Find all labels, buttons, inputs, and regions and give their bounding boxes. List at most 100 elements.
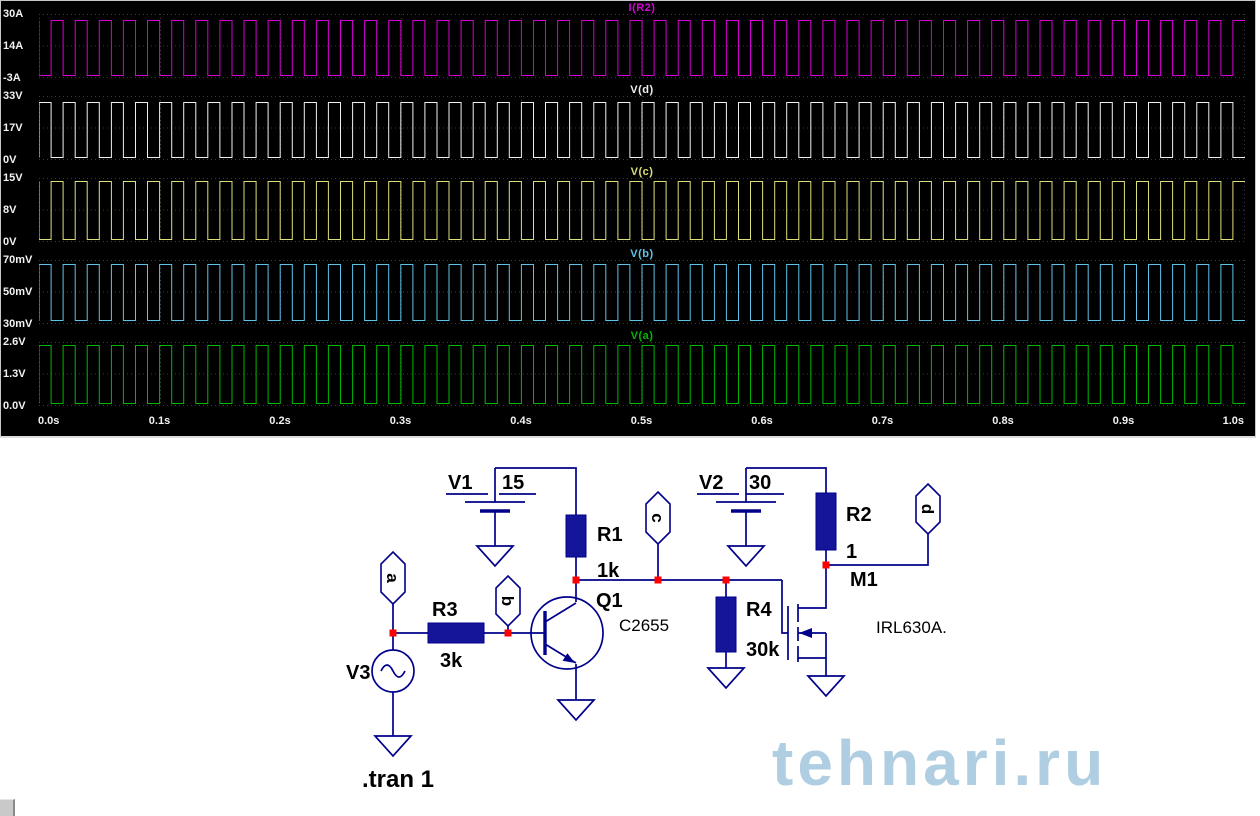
net-flag-d[interactable]: d <box>915 482 941 536</box>
y-label: 2.6V <box>3 336 26 348</box>
net-label-a[interactable]: a <box>383 573 402 583</box>
x-tick: 0.7s <box>871 415 894 427</box>
y-label: 33V <box>3 90 23 102</box>
time-axis: 0.0s 0.1s 0.2s 0.3s 0.4s 0.5s 0.6s 0.7s 0.8s 0.9s… <box>1 411 1255 435</box>
x-tick: 1.0s <box>1222 415 1244 427</box>
y-label: 0.0V <box>3 400 26 412</box>
r2-name[interactable]: R2 <box>846 504 872 526</box>
waveform-row-va: V(a) 2.6V 1.3V 0.0V <box>1 329 1255 412</box>
waveform-svg <box>38 178 1245 242</box>
net-label-b[interactable]: b <box>498 596 517 606</box>
x-tick: 0.0s <box>38 415 60 427</box>
net-flag-b[interactable]: b <box>495 574 521 628</box>
waveform-trace <box>38 20 1245 76</box>
waveform-trace <box>38 345 1245 404</box>
waveform-trace <box>38 102 1245 158</box>
r4-value[interactable]: 30k <box>746 639 780 661</box>
q1-value[interactable]: C2655 <box>619 616 669 635</box>
q1-name[interactable]: Q1 <box>596 590 623 612</box>
y-label: 70mV <box>3 254 33 266</box>
y-label: 15V <box>3 172 23 184</box>
ground-symbol[interactable] <box>475 545 515 568</box>
net-label-c[interactable]: c <box>648 513 667 522</box>
plot-area-ir2[interactable] <box>38 14 1245 78</box>
waveform-row-vc: V(c) 15V 8V 0V <box>1 165 1255 248</box>
trace-title-va[interactable]: V(a) <box>630 330 654 342</box>
y-label: 14A <box>3 40 24 52</box>
component-r2-resistor[interactable]: R2 1 <box>815 492 872 563</box>
x-tick: 0.2s <box>269 415 291 427</box>
r4-name[interactable]: R4 <box>746 599 772 621</box>
ground-symbol[interactable] <box>806 675 846 698</box>
waveform-trace <box>38 181 1245 240</box>
r1-name[interactable]: R1 <box>597 524 623 546</box>
x-tick: 0.5s <box>630 415 653 427</box>
trace-title-vb[interactable]: V(b) <box>630 248 654 260</box>
x-tick: 0.1s <box>148 415 171 427</box>
component-r3-resistor[interactable]: R3 3k <box>427 599 485 672</box>
ground-symbol[interactable] <box>726 545 766 568</box>
y-label: 1.3V <box>3 368 26 380</box>
v2-value[interactable]: 30 <box>749 472 771 494</box>
trace-title-vc[interactable]: V(c) <box>630 166 654 178</box>
v2-name[interactable]: V2 <box>699 472 723 494</box>
x-tick: 0.3s <box>389 415 412 427</box>
trace-title-ir2[interactable]: I(R2) <box>628 2 656 14</box>
waveform-row-vd: V(d) 33V 17V 0V <box>1 83 1255 166</box>
ground-symbol[interactable] <box>556 699 596 722</box>
component-v2-voltage-source[interactable]: V2 30 <box>697 472 784 568</box>
waveform-row-ir2: I(R2) 30A 14A -3A <box>1 1 1255 84</box>
component-r1-resistor[interactable]: R1 1k <box>565 514 623 582</box>
y-label: 0V <box>3 154 17 166</box>
net-label-d[interactable]: d <box>918 504 937 514</box>
y-label: 17V <box>3 122 23 134</box>
component-q1-npn-transistor[interactable]: Q1 C2655 <box>530 590 669 722</box>
y-label: 30A <box>3 8 24 20</box>
plot-area-vb[interactable] <box>38 260 1245 324</box>
waveform-svg <box>38 14 1245 78</box>
component-v1-voltage-source[interactable]: V1 15 <box>446 472 536 568</box>
ground-symbol[interactable] <box>373 735 413 758</box>
waveform-svg <box>38 260 1245 324</box>
v1-name[interactable]: V1 <box>448 472 472 494</box>
net-flag-a[interactable]: a <box>380 550 406 606</box>
component-r4-resistor[interactable]: R4 30k <box>706 596 780 690</box>
plot-area-vc[interactable] <box>38 178 1245 242</box>
schematic-canvas[interactable]: V1 15 V2 30 R1 1k R2 1 R3 3k R4 30k <box>0 438 1260 816</box>
junction-dots <box>389 561 830 637</box>
y-label: 30mV <box>3 318 33 330</box>
schematic-editor: V1 15 V2 30 R1 1k R2 1 R3 3k R4 30k <box>0 438 1260 816</box>
v3-name[interactable]: V3 <box>346 662 370 684</box>
m1-value[interactable]: IRL630A. <box>876 618 947 637</box>
trace-title-vd[interactable]: V(d) <box>630 84 654 96</box>
net-flag-c[interactable]: c <box>645 490 671 546</box>
waveform-viewer-panel: I(R2) 30A 14A -3A V(d) 33V 17V 0V V(c) 1… <box>0 0 1256 438</box>
x-tick: 0.6s <box>751 415 773 427</box>
x-tick: 0.8s <box>992 415 1014 427</box>
waveform-svg <box>38 96 1245 160</box>
plot-area-va[interactable] <box>38 342 1245 406</box>
r3-name[interactable]: R3 <box>432 599 458 621</box>
component-m1-nmos-transistor[interactable]: M1 IRL630A. <box>787 569 947 698</box>
r2-value[interactable]: 1 <box>846 541 857 563</box>
x-tick: 0.4s <box>510 415 532 427</box>
x-tick: 0.9s <box>1112 415 1135 427</box>
window-corner-box <box>0 799 15 816</box>
y-label: -3A <box>3 72 21 84</box>
v1-value[interactable]: 15 <box>502 472 524 494</box>
r3-value[interactable]: 3k <box>440 650 463 672</box>
plot-area-vd[interactable] <box>38 96 1245 160</box>
r1-value[interactable]: 1k <box>597 560 620 582</box>
y-label: 8V <box>3 204 17 216</box>
ground-symbol[interactable] <box>706 667 746 690</box>
y-label: 0V <box>3 236 17 248</box>
spice-directive[interactable]: .tran 1 <box>362 766 434 793</box>
waveform-trace <box>38 264 1245 321</box>
m1-name[interactable]: M1 <box>850 569 878 591</box>
waveform-svg <box>38 342 1245 406</box>
watermark: tehnari.ru <box>772 727 1107 799</box>
waveform-row-vb: V(b) 70mV 50mV 30mV <box>1 247 1255 330</box>
component-v3-signal-source[interactable]: V3 <box>346 649 415 758</box>
sine-icon <box>380 664 406 678</box>
y-label: 50mV <box>3 286 33 298</box>
